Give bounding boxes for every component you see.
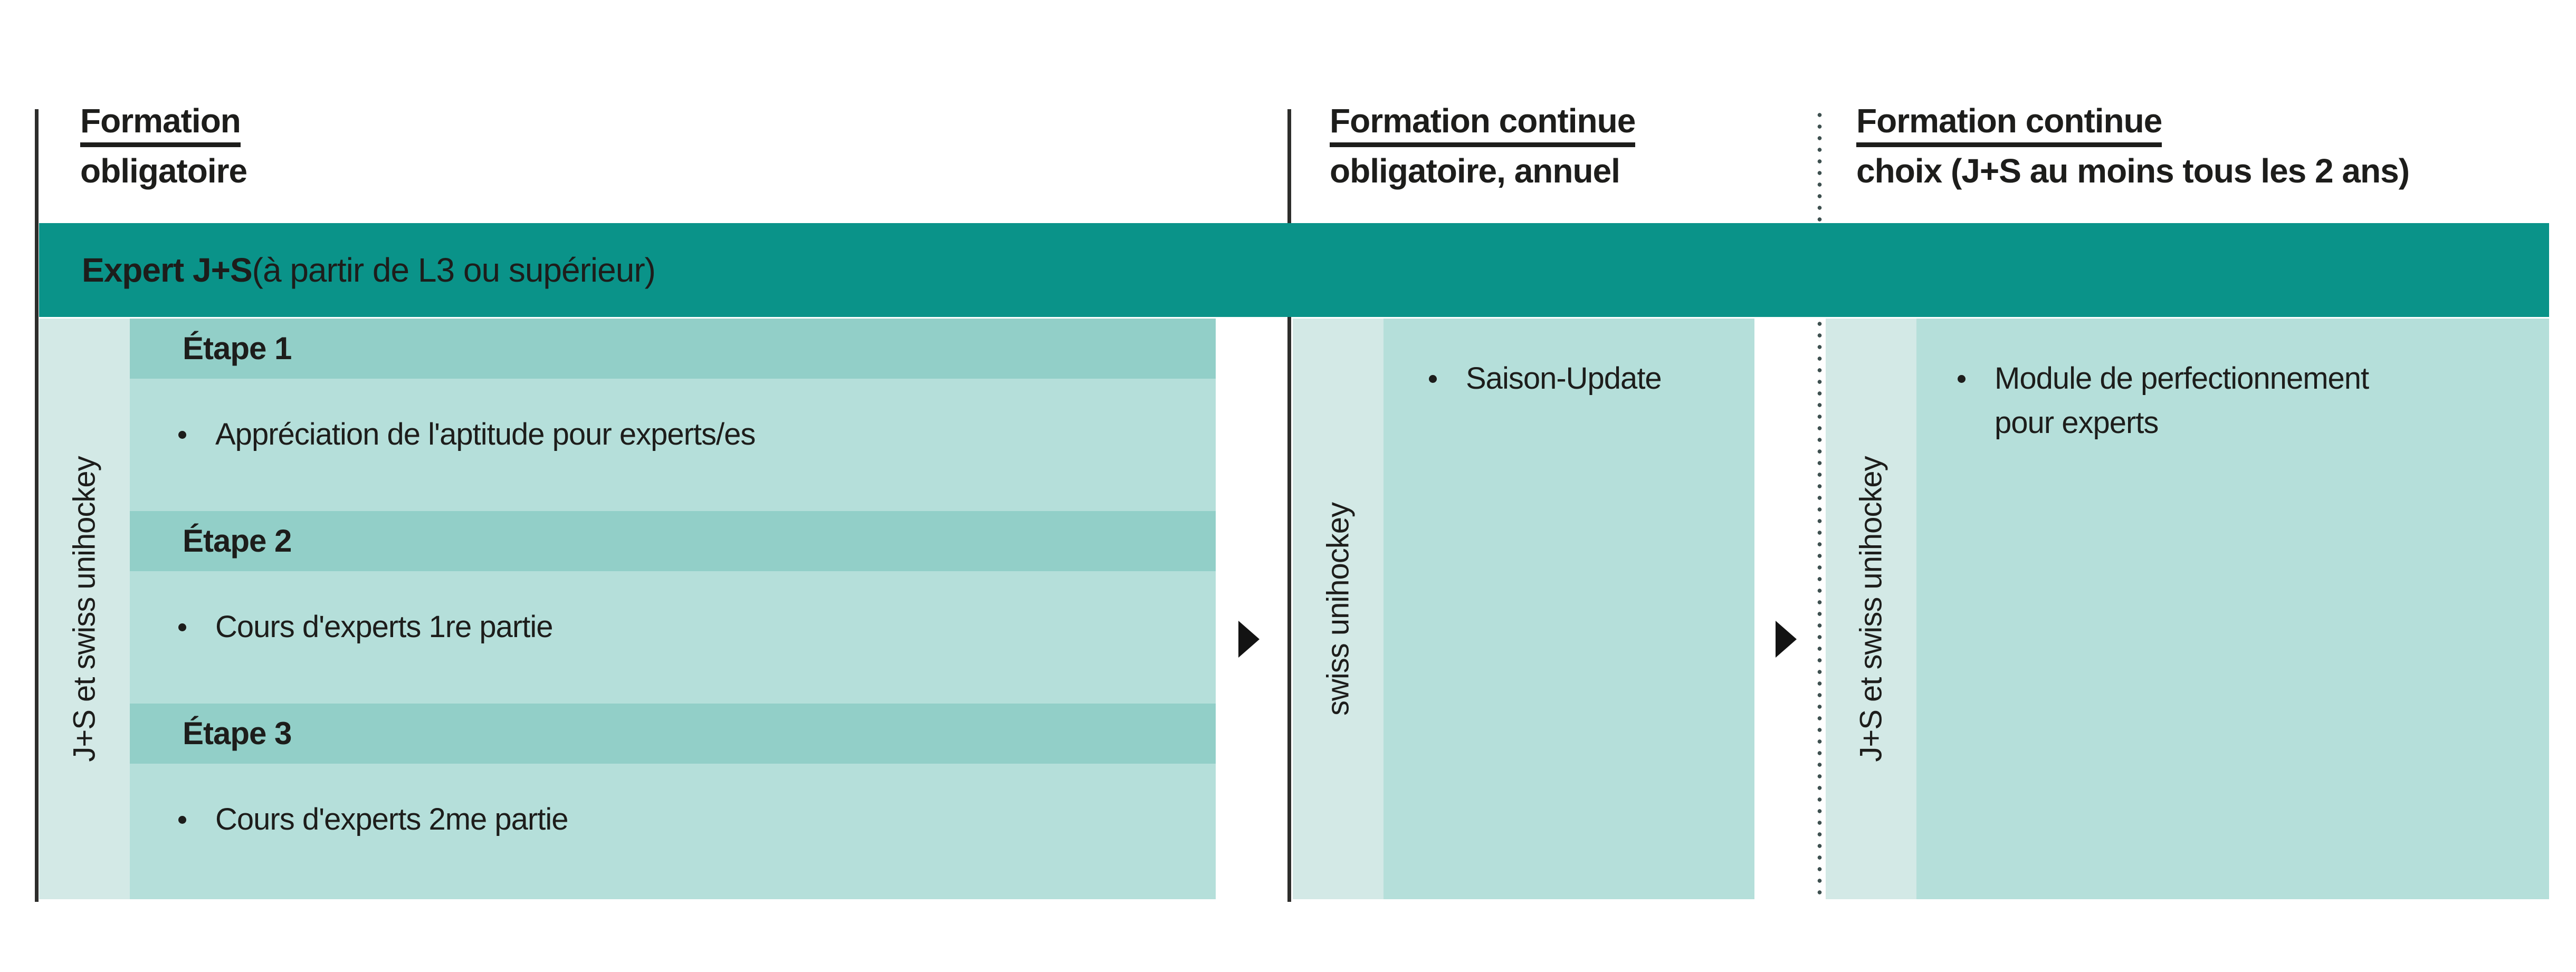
column-header-formation-continue-choix: Formation continue choix (J+S au moins t… (1856, 103, 2410, 190)
col3-bullet: Module de perfectionnement pour experts (1995, 361, 2369, 440)
content-col2: Saison-Update (1384, 319, 1754, 899)
content-col3: Module de perfectionnement pour experts (1916, 319, 2549, 899)
sidebar-label-col3: J+S et swiss unihockey (1854, 456, 1888, 762)
bullet-dot-icon (1958, 375, 1966, 383)
header-title: Formation continue (1330, 103, 1636, 147)
step-2-content: Cours d'experts 1re partie (130, 571, 1216, 704)
arrow-right-icon (1776, 621, 1797, 658)
column-header-formation-continue-obligatoire: Formation continue obligatoire, annuel (1330, 103, 1636, 190)
steps-col1: Étape 1 Appréciation de l'aptitude pour … (130, 319, 1216, 899)
header-subtitle: obligatoire (80, 152, 247, 190)
step-1-content: Appréciation de l'aptitude pour experts/… (130, 379, 1216, 511)
step-1-bullet: Appréciation de l'aptitude pour experts/… (215, 417, 756, 451)
sidebar-col1: J+S et swiss unihockey (39, 319, 130, 899)
step-3-bullet: Cours d'experts 2me partie (215, 802, 568, 836)
bullet-dot-icon (1429, 375, 1437, 383)
column-header-formation-obligatoire: Formation obligatoire (80, 103, 247, 188)
header-title: Formation continue (1856, 103, 2162, 147)
banner-subtitle: (à partir de L3 ou supérieur) (252, 251, 656, 289)
banner-title: Expert J+S (82, 251, 253, 289)
bullet-dot-icon (178, 431, 186, 439)
divider-line-col1 (35, 109, 39, 902)
sidebar-label-col1: J+S et swiss unihockey (67, 456, 102, 762)
step-3-content: Cours d'experts 2me partie (130, 764, 1216, 899)
bullet-dot-icon (178, 623, 186, 631)
header-title: Formation (80, 103, 241, 147)
sidebar-col3: J+S et swiss unihockey (1826, 319, 1916, 899)
bullet-dot-icon (178, 816, 186, 824)
step-3-title: Étape 3 (130, 704, 1216, 764)
step-2-bullet: Cours d'experts 1re partie (215, 610, 553, 644)
step-2-title: Étape 2 (130, 511, 1216, 571)
expert-level-banner: Expert J+S (à partir de L3 ou supérieur) (39, 223, 2549, 317)
divider-line-col2 (1287, 109, 1291, 902)
arrow-right-icon (1238, 621, 1260, 658)
divider-dotted-line-col3 (1817, 109, 1822, 902)
sidebar-col2: swiss unihockey (1293, 319, 1384, 899)
header-subtitle: choix (J+S au moins tous les 2 ans) (1856, 152, 2410, 190)
step-1-title: Étape 1 (130, 319, 1216, 379)
col2-bullet: Saison-Update (1466, 361, 1662, 396)
sidebar-label-col2: swiss unihockey (1321, 502, 1356, 716)
header-subtitle: obligatoire, annuel (1330, 152, 1620, 190)
